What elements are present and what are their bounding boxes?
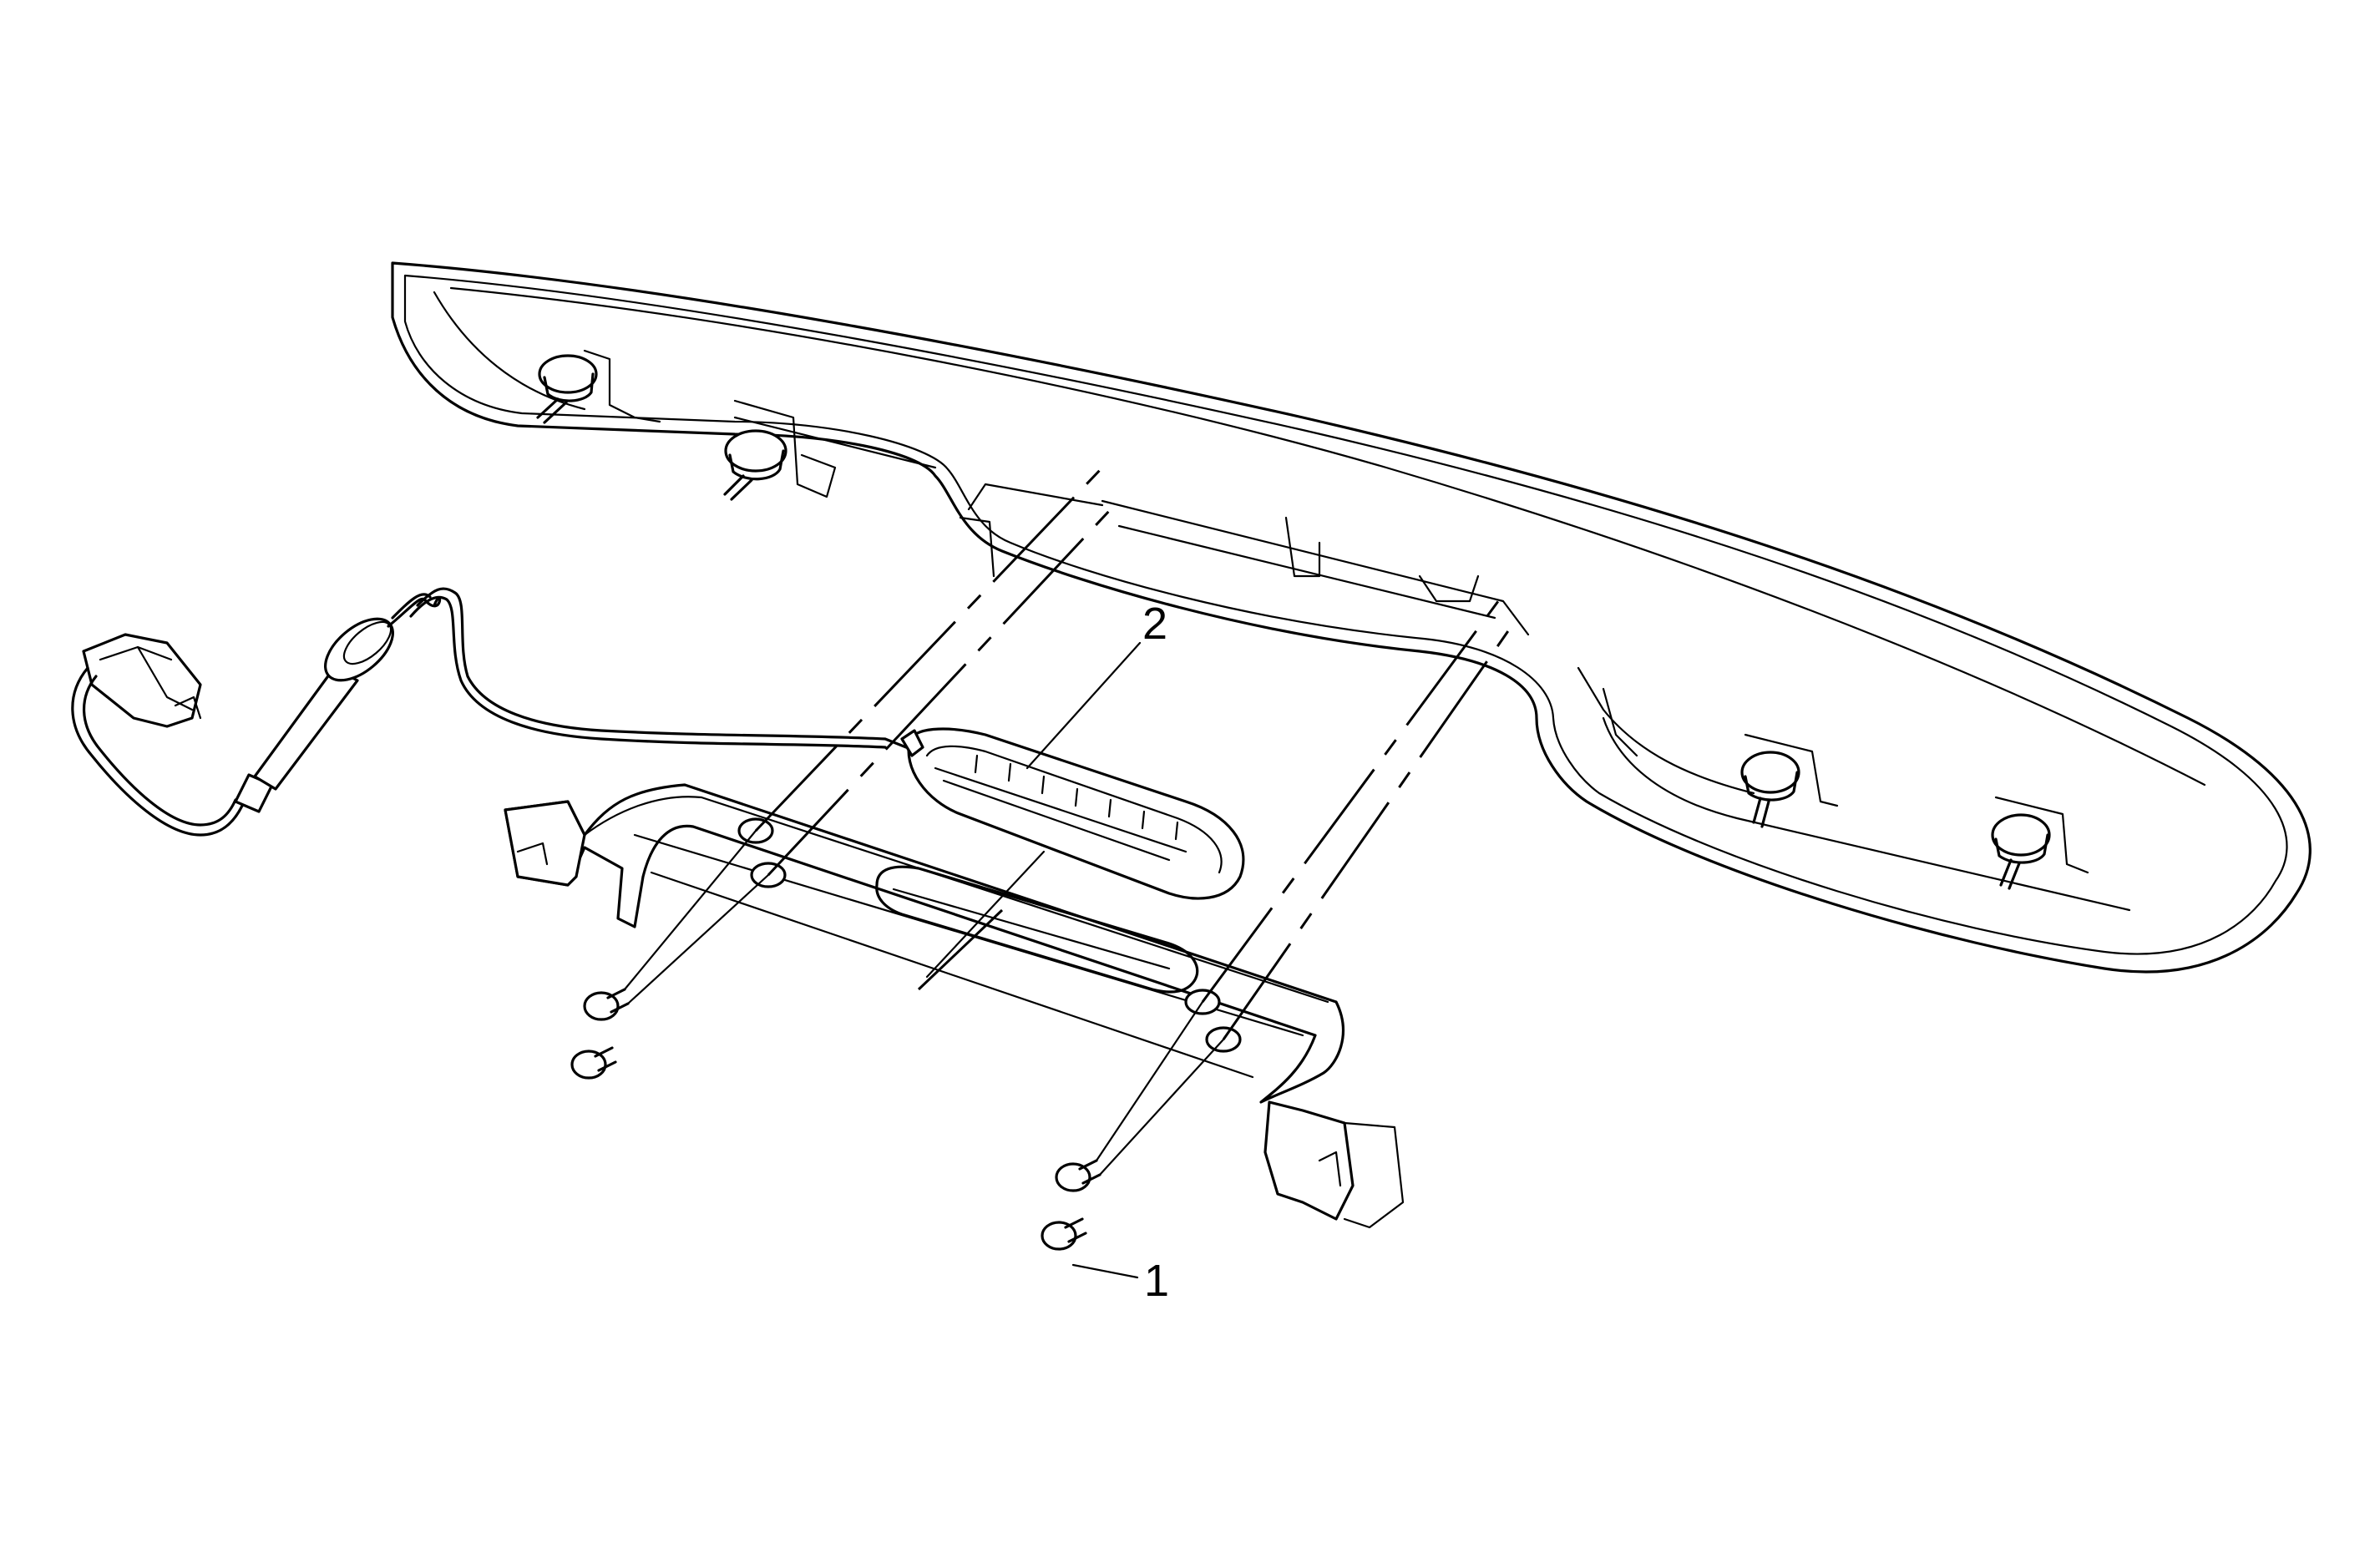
callout-2-leader-lamp (925, 850, 1046, 979)
screw-3 (1055, 1159, 1101, 1192)
callout-1: 1 (1071, 1256, 1169, 1306)
screw-2 (570, 1046, 617, 1080)
trim-panel (391, 261, 2312, 974)
panel-stud-4 (1991, 796, 2089, 890)
lamp-assembly (900, 727, 1245, 900)
callout-1-label: 1 (1144, 1256, 1169, 1306)
panel-stud-2 (723, 399, 837, 501)
handle-bracket (504, 783, 1405, 1229)
screw-4 (1041, 1217, 1087, 1251)
panel-stud-3 (1740, 733, 1839, 828)
callout-2: 2 (1025, 599, 1167, 770)
screw-1 (583, 988, 630, 1021)
assembly-centerlines (623, 466, 1513, 1176)
panel-stud-1 (536, 349, 661, 424)
wiring-harness (71, 587, 908, 837)
callout-2-label: 2 (1142, 599, 1167, 649)
